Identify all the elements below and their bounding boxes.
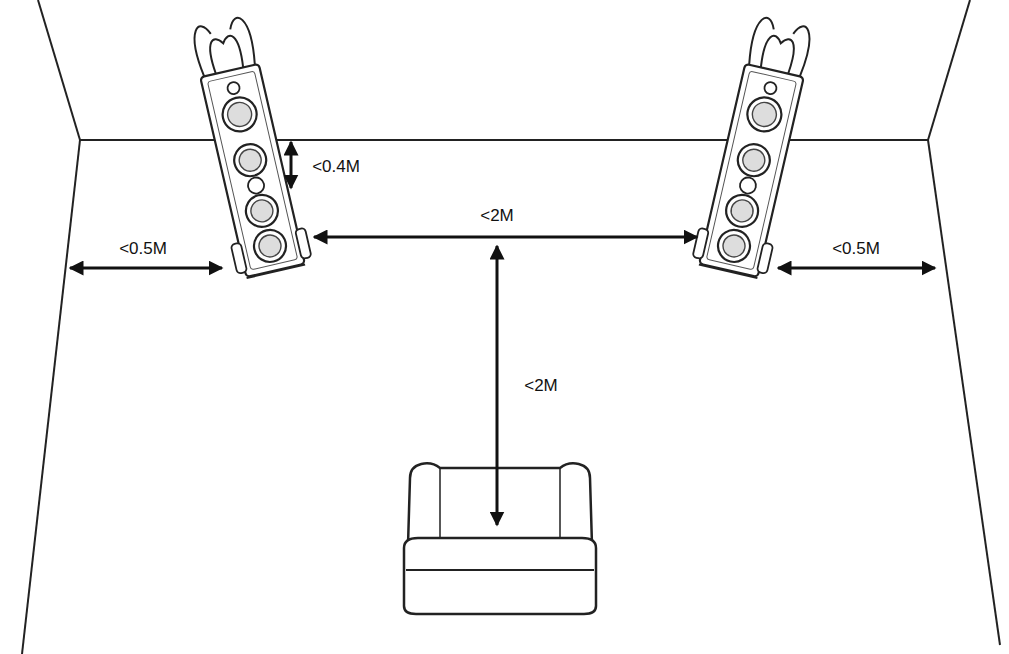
armchair (404, 463, 596, 614)
tower-speaker (181, 14, 313, 280)
dimension-arrows (70, 142, 935, 525)
dimension-label: <2M (480, 207, 514, 224)
tower-speaker (691, 14, 823, 280)
dimension-label: <0.5M (832, 240, 880, 257)
dimension-label: <2M (524, 377, 558, 394)
dimension-label: <0.4M (312, 158, 360, 175)
dimension-label: <0.5M (119, 240, 167, 257)
